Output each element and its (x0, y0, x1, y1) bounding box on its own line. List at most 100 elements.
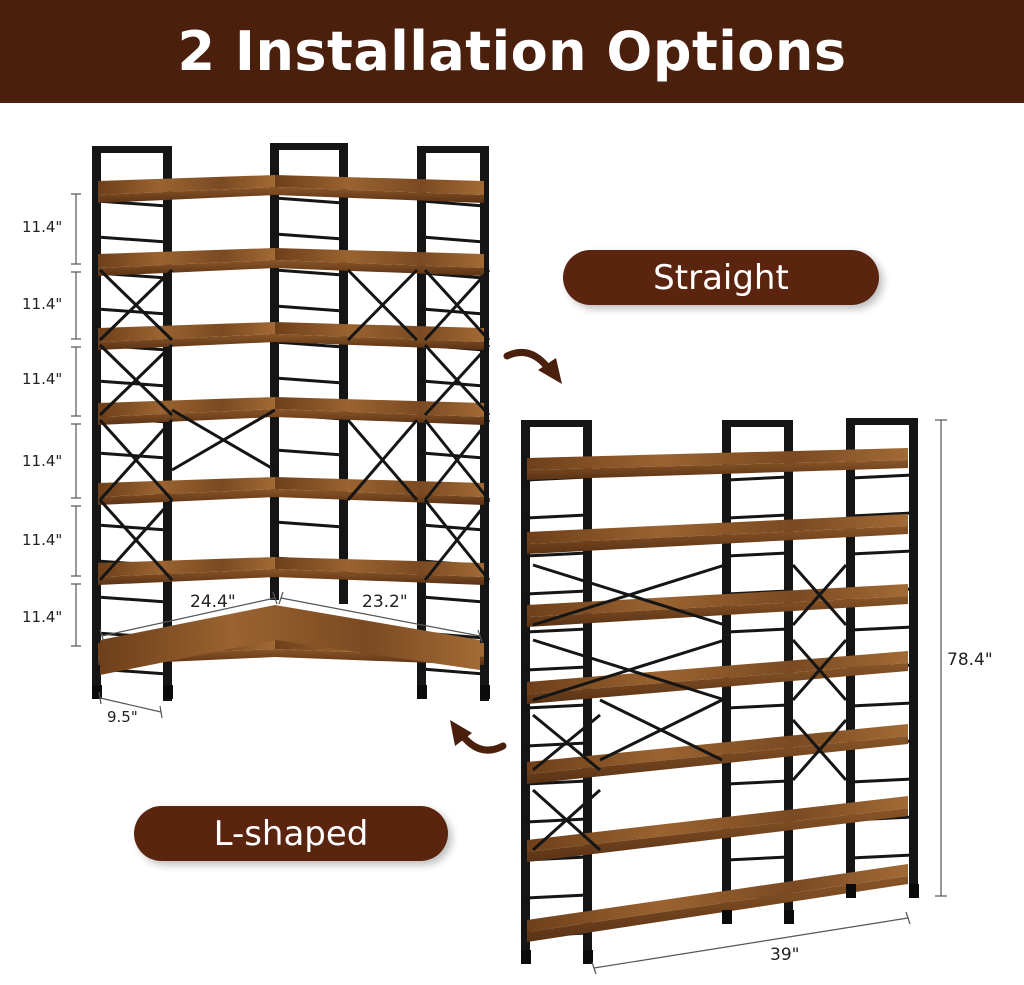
frame-top-bar (270, 143, 348, 150)
frame-rung (726, 551, 789, 558)
frame-foot (521, 950, 531, 964)
straight-label-text: Straight (653, 257, 789, 298)
straight-height-label: 78.4" (947, 650, 993, 670)
wood-shelf-edge (275, 187, 484, 203)
arrow-to-straight-icon (503, 349, 562, 384)
wood-shelf-edge (98, 187, 275, 203)
shelf-gap-label: 11.4" (22, 452, 63, 470)
wood-shelf-edge (98, 334, 275, 350)
wood-shelf-edge (275, 260, 484, 276)
frame-post (339, 147, 348, 604)
frame-post (92, 146, 101, 697)
frame-foot (163, 685, 173, 699)
straight-width-label: 39" (770, 945, 800, 965)
wood-shelf-right (275, 248, 484, 268)
frame-rung (726, 703, 789, 710)
wood-shelf-edge (527, 460, 908, 480)
cross-brace (98, 343, 174, 417)
arrow-to-lshaped-icon (450, 720, 507, 754)
wood-shelf-left (98, 557, 275, 577)
wood-shelf-left (98, 175, 275, 195)
wood-shelf-right (275, 175, 484, 195)
cross-brace (791, 639, 848, 701)
cross-brace (98, 498, 174, 582)
cross-brace (599, 698, 723, 762)
l-shaped-depth-dimension (98, 691, 163, 719)
frame-top-bar (722, 420, 793, 427)
wood-shelf-left (98, 477, 275, 497)
frame-post (270, 143, 279, 600)
straight-bookshelf (521, 418, 919, 964)
frame-foot (784, 910, 794, 924)
l-shaped-width-dimension (99, 591, 483, 643)
frame-rung (726, 855, 789, 862)
frame-rung (525, 627, 588, 634)
frame-rung (726, 627, 789, 634)
cross-brace (532, 638, 726, 702)
frame-rung (274, 376, 344, 385)
straight-option-label: Straight (563, 250, 879, 305)
frame-foot (583, 950, 593, 964)
frame-rung (525, 703, 588, 710)
wood-shelf-edge (527, 876, 908, 942)
wood-shelf (527, 796, 908, 852)
wood-shelf-edge (275, 409, 484, 425)
wood-shelf-edge (275, 334, 484, 350)
wood-shelf-bottom (100, 605, 480, 675)
frame-rung (421, 523, 485, 532)
cross-brace (98, 418, 174, 502)
straight-width-dimension (591, 911, 911, 975)
cross-brace (791, 564, 848, 626)
l-shaped-bookshelf (92, 143, 491, 701)
frame-rung (525, 741, 588, 748)
wood-shelf-edge (98, 569, 275, 585)
cross-brace (532, 563, 726, 627)
cross-brace (171, 408, 276, 472)
banner-title: 2 Installation Options (177, 20, 847, 83)
wood-shelf-left (98, 248, 275, 268)
frame-foot (909, 884, 919, 898)
frame-rung (525, 779, 588, 786)
frame-rung (274, 448, 344, 457)
frame-rung (274, 196, 344, 205)
cross-brace (423, 343, 491, 417)
l-left-width-label: 24.4" (190, 592, 236, 612)
wood-shelf (527, 584, 908, 617)
wood-shelf-right (275, 322, 484, 342)
frame-rung (274, 232, 344, 241)
l-shaped-label-text: L-shaped (213, 813, 369, 854)
frame-rung (421, 595, 485, 604)
wood-shelf-left (98, 322, 275, 342)
cross-brace (346, 268, 419, 342)
frame-rung (726, 475, 789, 482)
shelf-gap-label: 11.4" (22, 531, 63, 549)
frame-foot (722, 910, 732, 924)
wood-shelf-edge (98, 260, 275, 276)
l-shaped-option-label: L-shaped (134, 806, 448, 861)
frame-rung (525, 513, 588, 520)
frame-rung (850, 625, 914, 632)
frame-top-bar (846, 418, 918, 425)
cross-brace (531, 788, 602, 852)
frame-rung (726, 779, 789, 786)
title-banner: 2 Installation Options (0, 0, 1024, 103)
frame-rung (525, 893, 588, 900)
frame-post (521, 420, 530, 962)
cross-brace (532, 713, 601, 772)
frame-rung (726, 513, 789, 520)
wood-shelf-right (275, 397, 484, 417)
l-depth-label: 9.5" (107, 708, 138, 726)
frame-rung (850, 701, 914, 708)
wood-shelf (527, 864, 908, 932)
frame-foot (846, 884, 856, 898)
frame-foot (417, 685, 427, 699)
frame-rung (274, 520, 344, 529)
cross-brace (423, 499, 491, 581)
frame-rung (525, 551, 588, 558)
wood-shelf-edge (527, 663, 908, 704)
cross-brace (423, 419, 491, 501)
frame-post (909, 421, 918, 896)
frame-foot (480, 685, 490, 699)
frame-rung (525, 817, 588, 824)
wood-shelf-edge (527, 808, 908, 862)
